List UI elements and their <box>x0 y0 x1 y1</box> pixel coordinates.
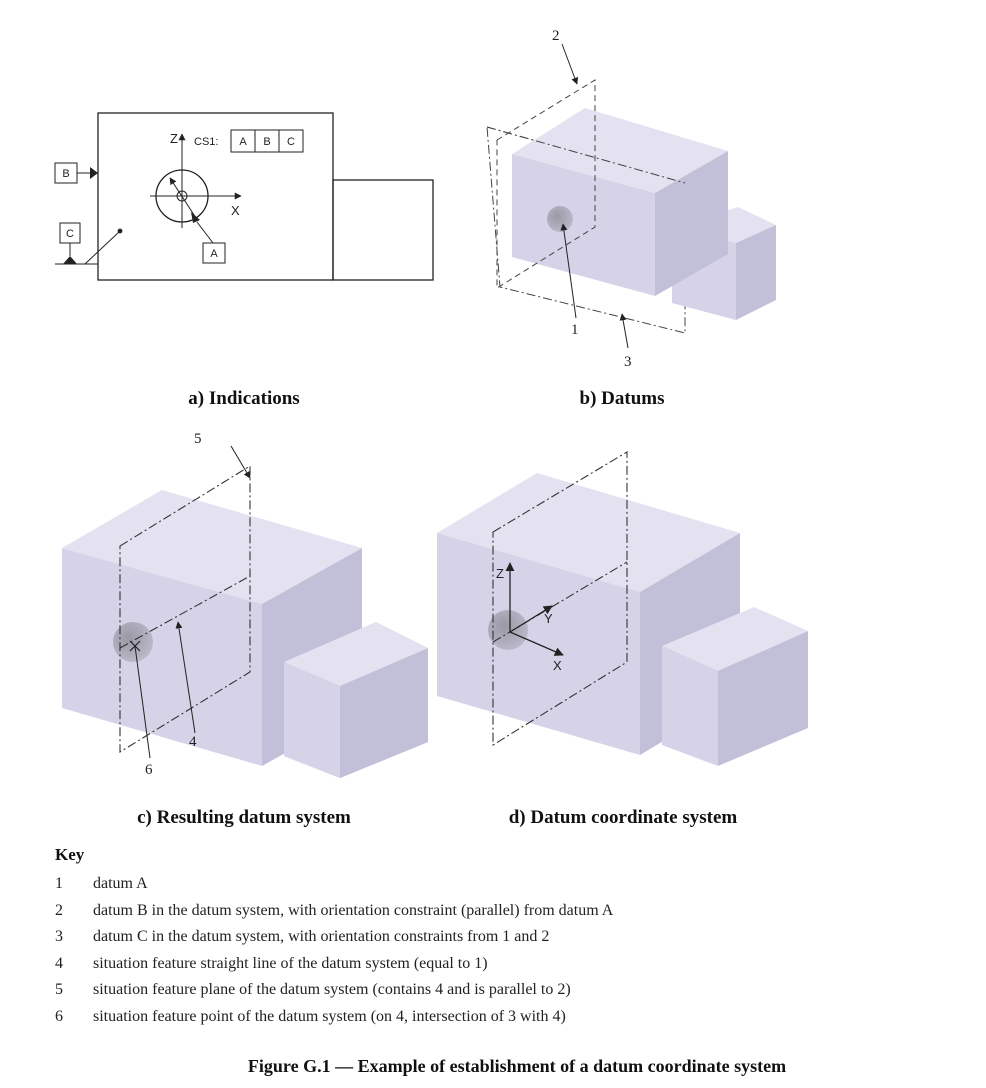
dcs-y-arrow <box>509 605 553 633</box>
situation-plane <box>119 465 251 753</box>
key-number: 5 <box>55 981 63 998</box>
key-number: 6 <box>55 1007 63 1025</box>
panel-d-coordinate-system: Z Y X <box>437 451 808 766</box>
key-heading: Key <box>55 845 85 864</box>
cs-label: CS1: <box>194 136 218 148</box>
caption-c: c) Resulting datum system <box>137 807 351 828</box>
key-text: situation feature straight line of the d… <box>93 954 488 972</box>
key-item: 1 datum A <box>55 871 955 898</box>
key-number: 3 <box>55 928 63 945</box>
figure-drawing: B C Z X CS1: A B C A <box>54 28 808 778</box>
panel-c-datum-system: 5 4 6 <box>62 431 428 778</box>
key-item: 3 datum C in the datum system, with orien… <box>55 924 955 951</box>
panel-a-indications: B C Z X CS1: A B C A <box>54 112 434 281</box>
datum-b-plane <box>496 79 596 289</box>
callout-6: 6 <box>145 762 153 778</box>
datum-frame <box>230 129 304 153</box>
key-item: 2 datum B in the datum system, with orien… <box>55 898 955 925</box>
situation-line <box>119 575 251 649</box>
dcs-y-label: Y <box>544 611 553 626</box>
dcs-z-label: Z <box>496 566 504 581</box>
coordinate-plane <box>492 451 628 746</box>
caption-d: d) Datum coordinate system <box>508 807 738 828</box>
datum-a-box <box>202 242 226 264</box>
caption-b: b) Datums <box>579 388 665 409</box>
axis-z-label: Z <box>170 131 178 146</box>
datum-b-triangle <box>90 167 98 179</box>
callout-5: 5 <box>194 431 202 447</box>
panel-b-datums: 1 2 3 <box>486 28 776 370</box>
callout-1: 1 <box>571 322 579 338</box>
datum-c-letter: C <box>66 228 74 240</box>
callout-4: 4 <box>189 734 197 750</box>
caption-a: a) Indications <box>188 388 300 409</box>
key-section: Key 1 datum A 2 datum B in the datum syste… <box>55 845 955 1030</box>
frame-cell-b: B <box>263 136 270 148</box>
key-item: 4 situation feature straight line of the … <box>55 951 955 978</box>
key-number: 4 <box>55 954 63 972</box>
callout-3: 3 <box>624 354 632 370</box>
datum-b-letter: B <box>62 168 69 180</box>
key-text: datum A <box>93 875 148 892</box>
key-text: situation feature point of the datum sys… <box>93 1007 566 1025</box>
figure-title: Figure G.1 — Example of establishment of… <box>247 1056 787 1076</box>
part-step-outline <box>332 179 434 281</box>
datum-c-triangle <box>63 256 77 264</box>
key-text: situation feature plane of the datum sys… <box>93 981 571 998</box>
frame-cell-c: C <box>287 136 295 148</box>
axis-x-label: X <box>231 203 240 218</box>
key-item: 6 situation feature point of the datum sy… <box>55 1004 955 1031</box>
key-text: datum C in the datum system, with orient… <box>93 928 550 945</box>
datum-a-letter: A <box>210 248 218 260</box>
key-number: 2 <box>55 901 63 919</box>
callout-2: 2 <box>552 28 560 44</box>
datum-a-triangle <box>191 212 200 223</box>
key-text: datum B in the datum system, with orient… <box>93 901 614 919</box>
key-number: 1 <box>55 875 63 892</box>
key-item: 5 situation feature plane of the datum sy… <box>55 977 955 1004</box>
dcs-x-arrow <box>509 631 564 656</box>
dcs-x-label: X <box>553 658 562 673</box>
frame-cell-a: A <box>239 136 247 148</box>
